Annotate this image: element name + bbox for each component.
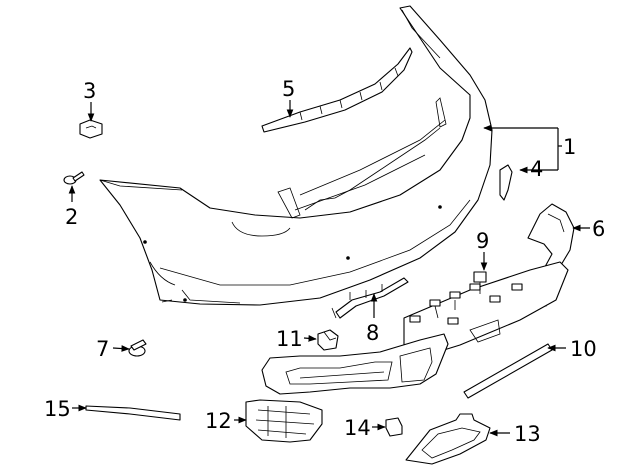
callout-5: 5 [282, 77, 295, 101]
side-bracket [499, 164, 513, 201]
exhaust-trim [405, 413, 491, 465]
parking-sensor [317, 329, 339, 351]
callout-7: 7 [96, 337, 109, 361]
leader-lines [68, 100, 590, 437]
callout-3: 3 [83, 79, 96, 103]
callout-12: 12 [205, 409, 232, 433]
callout-10: 10 [570, 337, 597, 361]
retainer-clip [385, 417, 403, 437]
callout-4: 4 [530, 157, 543, 181]
callout-15: 15 [44, 397, 71, 421]
side-grille [245, 399, 323, 443]
bumper-cover [99, 5, 493, 306]
clip-nut [79, 119, 103, 139]
callout-labels: 1 2 3 4 5 6 7 8 9 10 11 12 13 14 15 [44, 77, 605, 446]
callout-8: 8 [366, 321, 379, 345]
callout-11: 11 [276, 327, 303, 351]
callout-9: 9 [476, 229, 489, 253]
push-clip [128, 339, 147, 357]
callout-13: 13 [514, 422, 541, 446]
callout-6: 6 [592, 217, 605, 241]
screw [63, 171, 85, 185]
callout-14: 14 [344, 416, 371, 440]
lower-grille [261, 333, 449, 395]
callout-2: 2 [65, 205, 78, 229]
trim-strip [463, 343, 553, 399]
upper-bracket-strip [261, 47, 413, 133]
callout-1: 1 [563, 135, 576, 159]
lower-trim [85, 405, 181, 421]
